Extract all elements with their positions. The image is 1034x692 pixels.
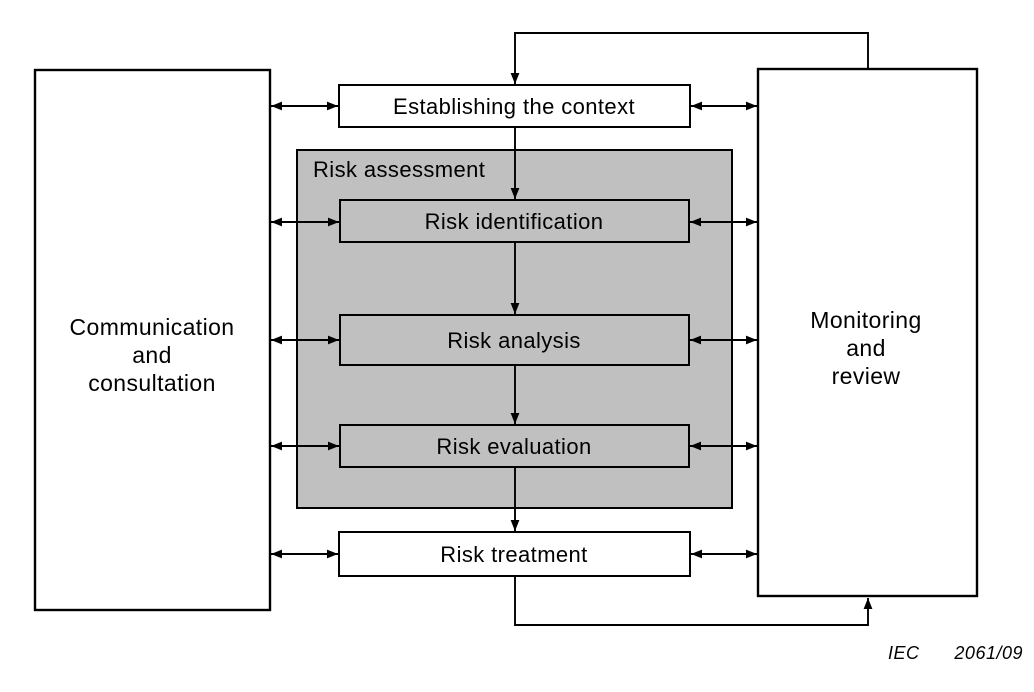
- risk-analysis-box: [339, 314, 690, 366]
- risk-analysis-label: Risk analysis: [447, 328, 581, 353]
- risk-treatment-box: [338, 531, 691, 577]
- monitoring-and-review-box: [756, 67, 979, 598]
- communication-label-line-3: consultation: [88, 370, 216, 396]
- establishing-the-context-box: [338, 84, 691, 128]
- risk-evaluation-label: Risk evaluation: [436, 434, 591, 459]
- communication-label-line-2: and: [132, 342, 172, 368]
- risk-evaluation-box: [339, 424, 690, 468]
- communication-label-line-1: Communication: [70, 314, 235, 340]
- risk-treatment-label: Risk treatment: [440, 542, 587, 567]
- monitoring-label-line-3: review: [832, 363, 901, 389]
- risk-assessment-label: Risk assessment: [313, 157, 485, 182]
- figure-caption-iec: IEC: [888, 643, 920, 663]
- feedback-arrow-treatment-to-monitoring: [514, 576, 873, 626]
- monitoring-label-line-1: Monitoring: [810, 307, 921, 333]
- feedback-arrow-monitoring-to-context: [510, 32, 869, 84]
- risk-identification-label: Risk identification: [425, 209, 604, 234]
- figure-caption-number: 2061/09: [953, 643, 1023, 663]
- establishing-the-context-label: Establishing the context: [393, 94, 635, 119]
- monitoring-label-line-2: and: [846, 335, 886, 361]
- communication-and-consultation-box: [33, 68, 272, 612]
